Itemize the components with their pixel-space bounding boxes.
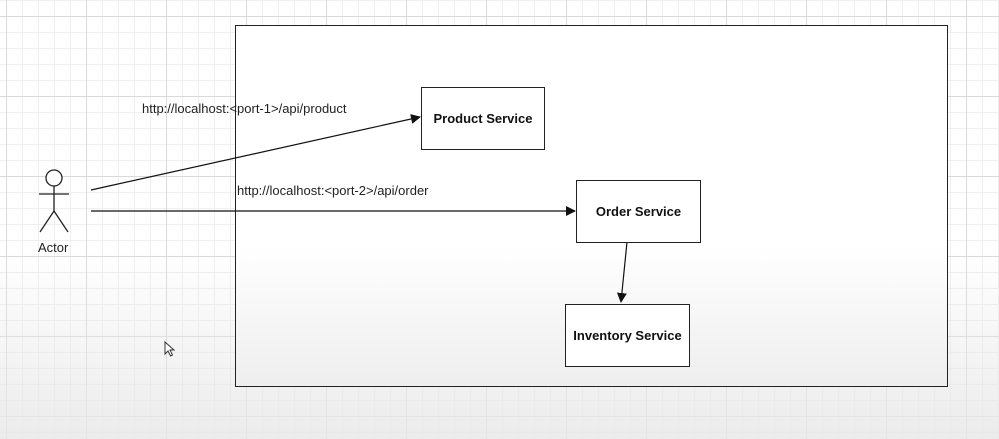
inventory-service-box[interactable]: Inventory Service (565, 304, 690, 367)
actor-label: Actor (38, 240, 69, 255)
product-service-box[interactable]: Product Service (421, 87, 545, 150)
order-url-label: http://localhost:<port-2>/api/order (237, 183, 429, 198)
product-url-label: http://localhost:<port-1>/api/product (142, 101, 347, 116)
mouse-pointer-icon (164, 341, 176, 357)
order-service-box[interactable]: Order Service (576, 180, 701, 243)
actor-stick-figure-icon (39, 169, 69, 233)
